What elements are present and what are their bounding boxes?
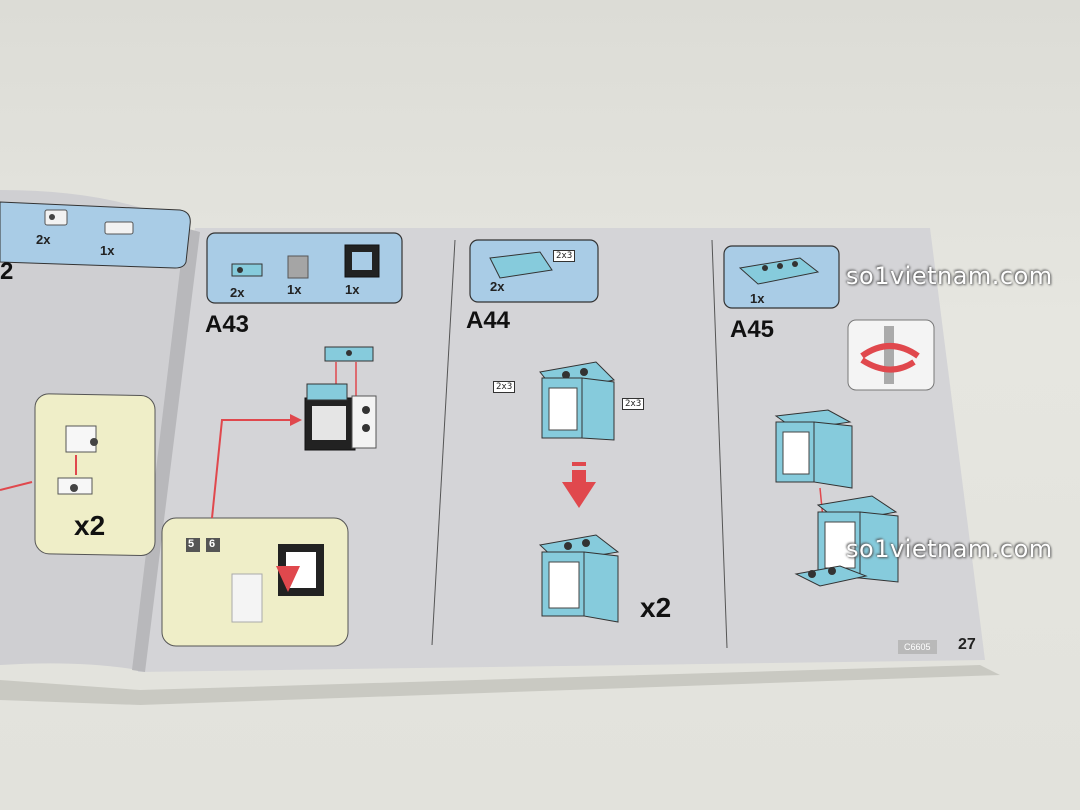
part-qty-label: 1x (750, 291, 765, 306)
part-qty-label: 2x (490, 279, 505, 294)
step-multiplier: x2 (640, 592, 672, 623)
part-qty-label: 1x (345, 282, 360, 297)
dimension-tag: 2x3 (622, 398, 645, 410)
watermark: so1vietnam.com (846, 262, 1053, 290)
part-size-tag: 2x3 (553, 250, 576, 262)
part-qty-label: 2x (230, 285, 245, 300)
watermark: so1vietnam.com (846, 535, 1053, 563)
callout-index: 5 (188, 538, 195, 550)
step-number-partial: 2 (0, 258, 14, 285)
callout-multiplier: x2 (74, 510, 106, 541)
callout-index: 6 (209, 538, 216, 550)
part-tile-icon (44, 209, 134, 235)
right-page (138, 228, 985, 672)
part-qty-label: 2x (36, 232, 51, 247)
dimension-tag: 2x3 (493, 381, 516, 393)
product-code: C6605 (898, 640, 937, 654)
part-qty-label: 1x (100, 243, 115, 258)
step-number: A45 (730, 316, 775, 343)
step-number: A44 (466, 307, 511, 334)
page-number: 27 (958, 636, 976, 653)
part-qty-label: 1x (287, 282, 302, 297)
step-number: A43 (205, 311, 250, 338)
